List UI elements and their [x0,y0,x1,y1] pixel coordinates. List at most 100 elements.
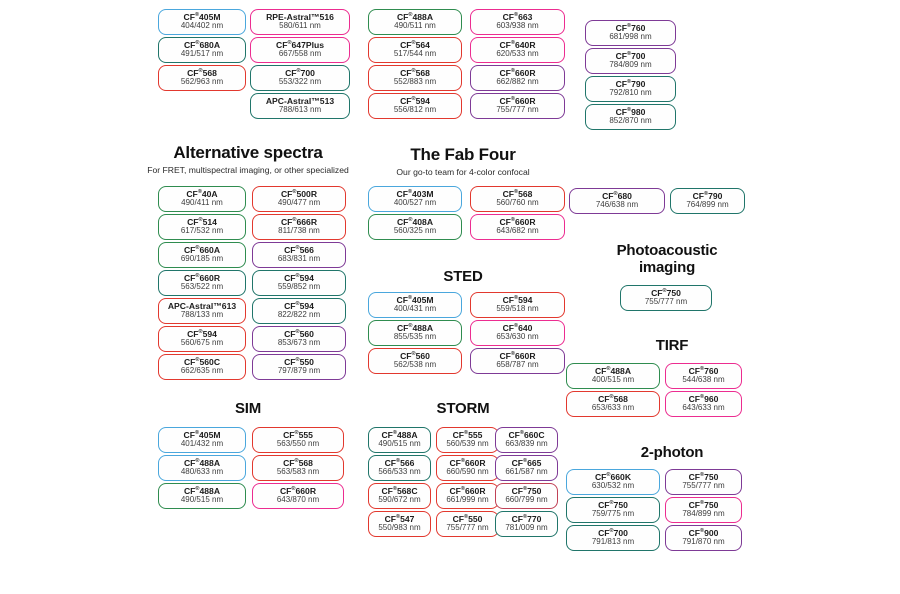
dye-name: CF®488A [183,457,221,468]
dye-name: CF®640R [499,39,536,50]
dye-wavelengths: 590/672 nm [378,495,421,505]
dye-name: CF®547 [384,513,415,524]
dye-name: CF®555 [452,429,483,440]
dye-wavelengths: 681/998 nm [609,32,652,42]
dye-wavelengths: 603/938 nm [496,21,539,31]
section-title: STORM [436,400,490,417]
dye-wavelengths: 560/760 nm [496,198,539,208]
section-header-storm: STORM [437,400,490,417]
dye-wavelengths: 562/538 nm [393,360,437,370]
section-title: 2-photon [640,444,704,461]
dye-name: CF®700 [285,67,315,78]
dye-name: CF®980 [615,106,646,117]
dye-wavelengths: 630/532 nm [591,481,635,491]
dye-name: CF®660R [279,485,317,496]
dye-name: CF®663 [502,11,533,22]
dye-wavelengths: 544/638 nm [682,375,725,385]
dye-wavelengths: 653/633 nm [591,403,635,413]
dye-name: CF®750 [598,499,628,510]
dye-wavelengths: 580/611 nm [279,21,321,31]
dye-wavelengths: 667/558 nm [278,49,322,59]
dye-name: CF®660R [499,350,536,361]
dye-name: CF®568 [598,393,628,404]
dye-name: CF®568 [502,188,533,199]
dye-name: CF®750 [688,499,719,510]
section-title: Photoacoustic imaging [616,242,718,277]
dye-name: CF®660R [449,485,486,496]
dye-wavelengths: 552/883 nm [393,77,437,87]
dye-name: APC-Astral™613 [167,300,237,311]
dye-wavelengths: 755/777 nm [644,297,688,307]
dye-name: CF®564 [400,39,430,50]
dye-name: CF®666R [280,216,318,227]
dye-name: CF®560 [400,350,430,361]
dye-name: CF®488A [594,365,632,376]
dye-wavelengths: 643/682 nm [496,226,539,236]
dye-wavelengths: 663/839 nm [505,439,548,449]
section-header-photoacoustic: Photoacoustic imaging [617,242,718,277]
dye-wavelengths: 560/539 nm [446,439,489,449]
dye-wavelengths: 788/613 nm [278,105,322,115]
dye-wavelengths: 662/635 nm [180,366,224,376]
section-title: STED [443,268,483,285]
dye-name: CF®594 [400,95,430,106]
dye-wavelengths: 404/402 nm [180,21,224,31]
dye-name: CF®660C [508,429,545,440]
dye-name: CF®700 [615,50,646,61]
dye-wavelengths: 784/899 nm [682,509,725,519]
dye-wavelengths: 781/009 nm [505,523,548,533]
dye-name: CF®568 [283,457,313,468]
dye-wavelengths: 764/899 nm [686,200,729,210]
dye-wavelengths: 660/799 nm [505,495,548,505]
section-title: SIM [234,400,262,417]
dye-wavelengths: 563/583 nm [276,467,320,477]
dye-wavelengths: 480/633 nm [180,467,224,477]
dye-name: RPE-Astral™516 [266,11,334,22]
dye-name: CF®660R [499,216,536,227]
dye-name: CF®640 [502,322,533,333]
dye-wavelengths: 811/738 nm [278,226,320,236]
dye-wavelengths: 755/777 nm [682,481,725,491]
dye-name: CF®680A [183,39,221,50]
dye-name: CF®900 [688,527,719,538]
dye-wavelengths: 683/831 nm [277,254,321,264]
dye-name: CF®488A [183,485,221,496]
dye-name: CF®405M [396,294,434,305]
dye-wavelengths: 491/517 nm [180,49,224,59]
dye-name: CF®566 [384,457,415,468]
dye-name: CF®594 [187,328,217,339]
dye-name: CF®403M [396,188,434,199]
dye-wavelengths: 553/322 nm [278,77,322,87]
dye-wavelengths: 617/532 nm [180,226,224,236]
dye-name: CF®660R [499,67,536,78]
dye-name: CF®647Plus [275,39,325,50]
